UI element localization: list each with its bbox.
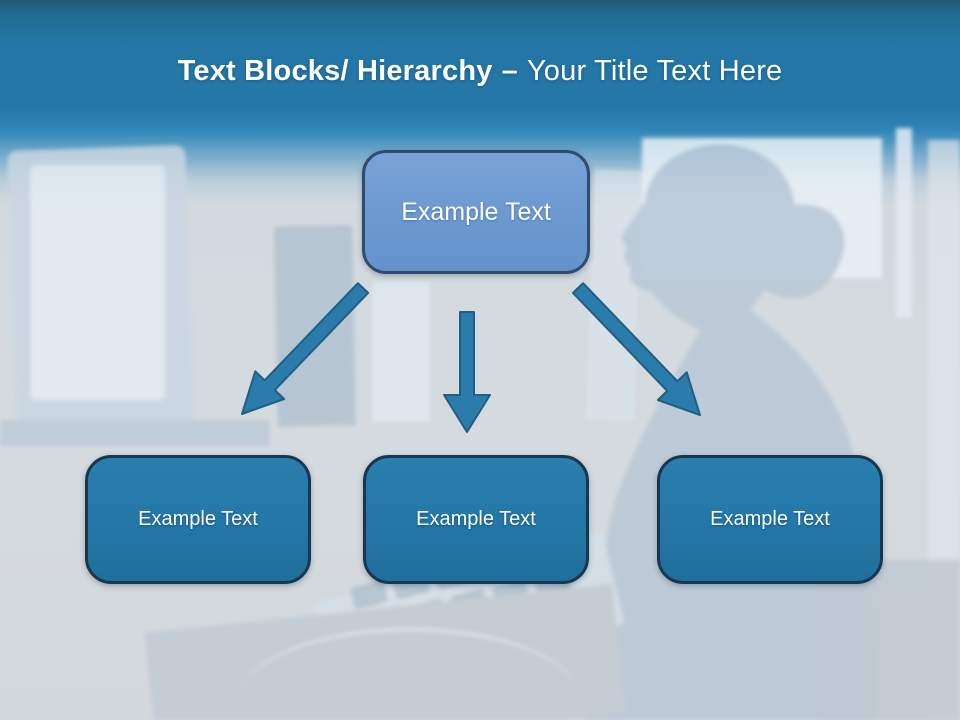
root-node-label: Example Text (401, 197, 551, 226)
background-monitor-left-screen (30, 165, 165, 400)
background-highlight-arc (240, 628, 580, 720)
page-title-dash: – (501, 55, 518, 87)
child-node-1-label: Example Text (138, 508, 258, 530)
page-title-subtitle: Your Title Text Here (526, 55, 783, 87)
page-title-strong: Text Blocks/ Hierarchy (177, 55, 493, 87)
child-node-3-label: Example Text (710, 508, 830, 530)
background-monitor-center (274, 225, 356, 427)
slide-header: Text Blocks/ Hierarchy–Your Title Text H… (0, 0, 960, 130)
page-title: Text Blocks/ Hierarchy–Your Title Text H… (0, 52, 960, 90)
child-node-3[interactable]: Example Text (657, 455, 883, 584)
root-node[interactable]: Example Text (362, 150, 590, 274)
child-node-1[interactable]: Example Text (85, 455, 311, 584)
background-desk-edge-left (0, 420, 270, 446)
background-chair (820, 560, 960, 720)
background-monitor-center-glow (372, 282, 430, 422)
background-window-frame (896, 128, 912, 318)
child-node-2-label: Example Text (416, 508, 536, 530)
child-node-2[interactable]: Example Text (363, 455, 589, 584)
